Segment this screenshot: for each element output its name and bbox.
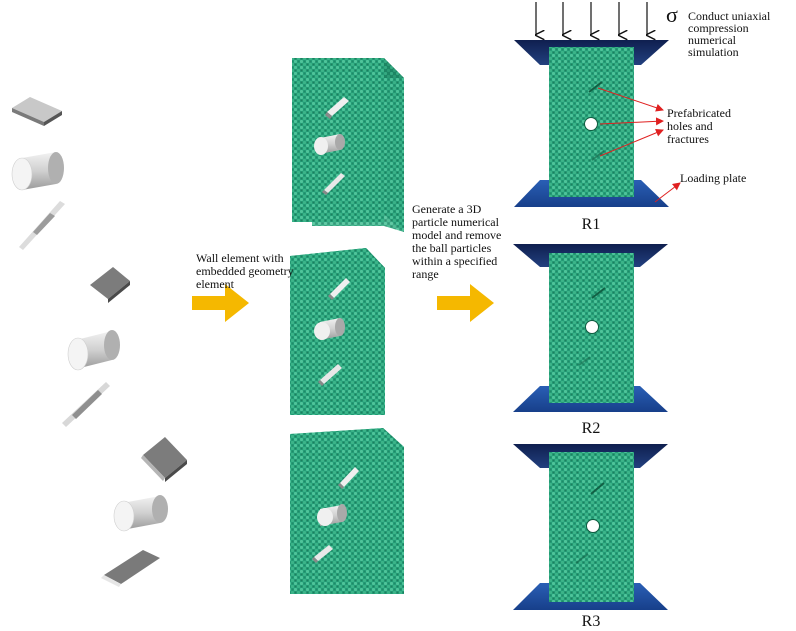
particle-block-2	[290, 248, 385, 415]
geometry-group-3	[101, 437, 187, 587]
fracture-plate-shape	[12, 97, 62, 126]
particle-block-1	[292, 58, 404, 232]
prefabricated-hole	[585, 320, 599, 334]
thin-fracture-shape	[19, 201, 65, 250]
specimen-r2	[513, 244, 668, 412]
geometry-group-1	[11, 97, 65, 250]
sample-label-r1: R1	[581, 216, 601, 233]
hole-cylinder-shape	[67, 330, 120, 371]
fracture-plate-shape	[90, 267, 130, 303]
geometry-group-2	[62, 267, 130, 427]
process-arrow-1	[192, 284, 249, 322]
specimen-r3	[513, 444, 668, 610]
prefabricated-hole	[586, 519, 600, 533]
prefabricated-label: Prefabricated holes and fractures	[667, 106, 731, 146]
generate-model-label: Generate a 3D particle numerical model a…	[412, 202, 502, 281]
fracture-plate-shape	[141, 437, 187, 482]
process-arrow-2	[437, 284, 494, 322]
load-arrows	[536, 2, 647, 35]
sample-label-r3: R3	[581, 613, 601, 630]
thin-fracture-shape	[101, 550, 160, 587]
conduct-simulation-label: Conduct uniaxial compression numerical s…	[688, 9, 771, 59]
specimen-r1	[514, 40, 669, 207]
hole-cylinder-shape	[11, 152, 64, 191]
loading-plate-label: Loading plate	[680, 171, 747, 185]
sigma-symbol: σ	[666, 2, 678, 27]
thin-fracture-shape	[62, 382, 110, 427]
particle-block-3	[290, 428, 404, 594]
annotation-arrows	[597, 87, 681, 203]
sample-label-r2: R2	[581, 420, 601, 437]
wall-element-label: Wall element with embedded geometry elem…	[196, 251, 294, 291]
hole-cylinder-shape	[113, 495, 168, 532]
prefabricated-hole	[584, 117, 598, 131]
